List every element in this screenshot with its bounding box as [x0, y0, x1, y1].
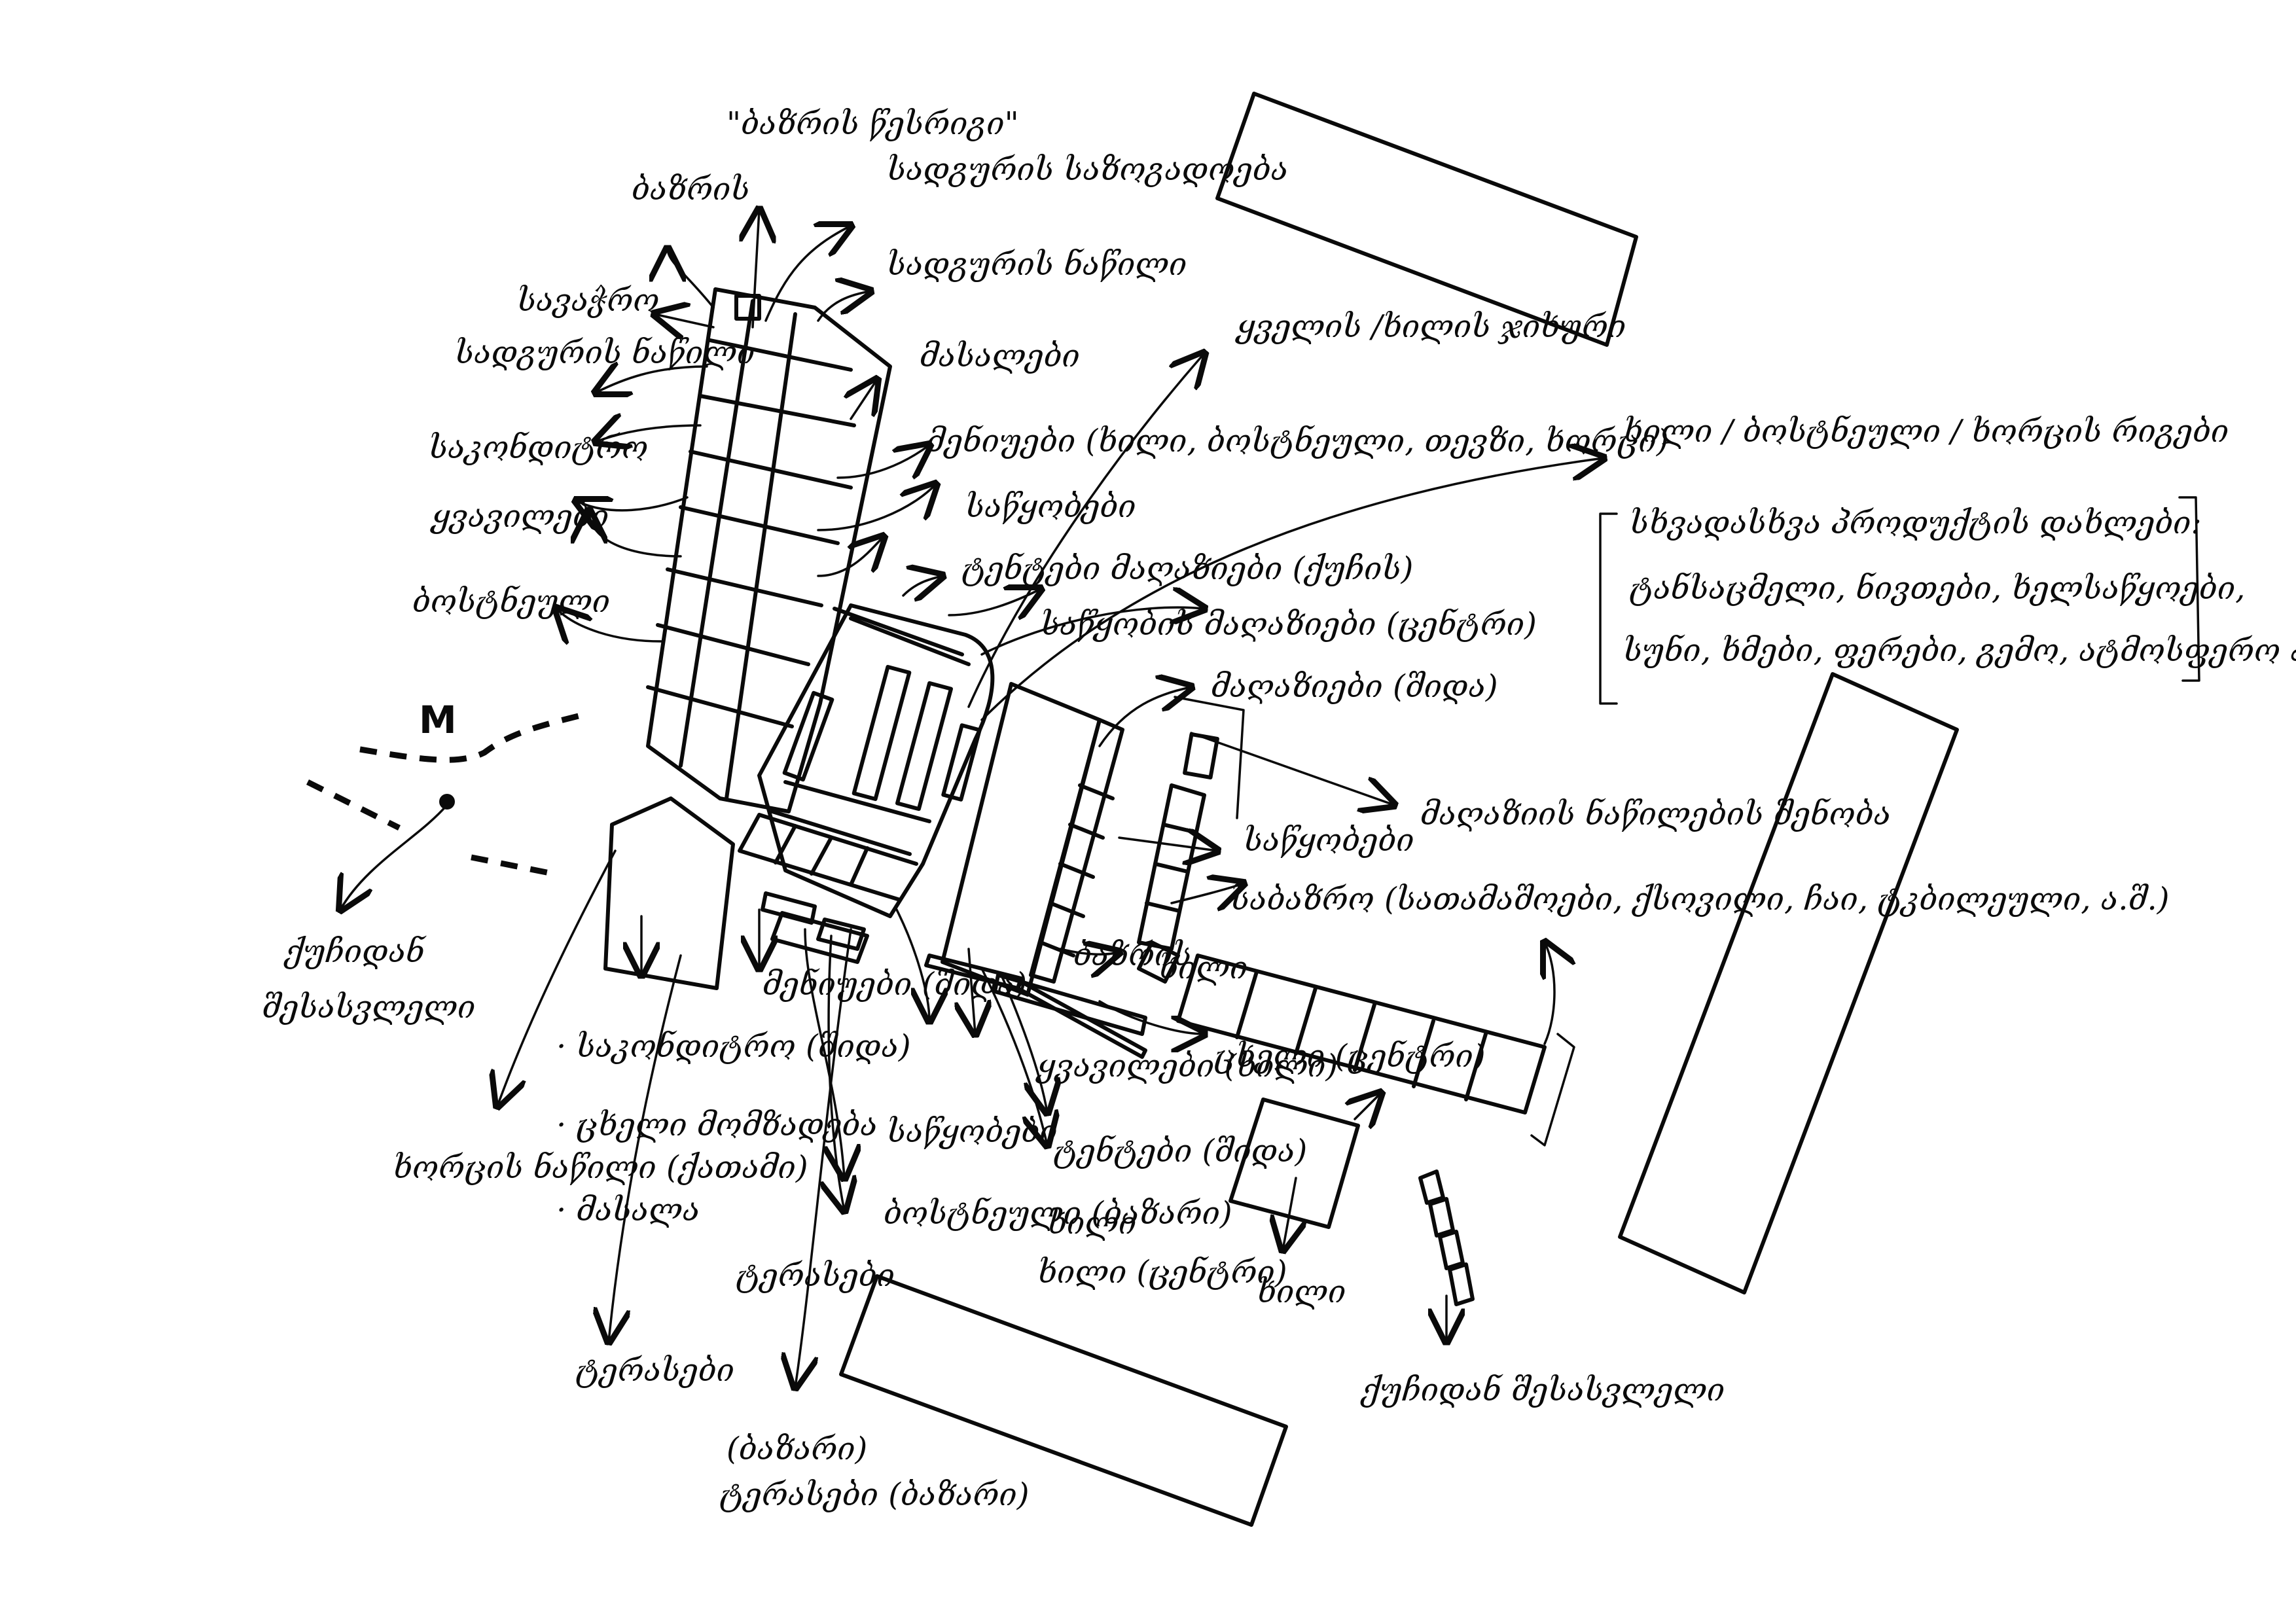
label-right-top: ხილი / ბოსტნეული / ხორცის რიგები	[1623, 413, 2229, 450]
label-mid-4: ტენტები მაღაზიები (ქუჩის)	[962, 550, 1413, 587]
central-market-hall	[738, 603, 995, 918]
flow-arrows	[340, 209, 1604, 1387]
label-bottom-left-1: ქუჩიდან	[283, 933, 427, 970]
label-box-1: სხვადასხვა პროდუქტის დახლები:	[1630, 505, 2202, 541]
pedestrian-path-upper	[359, 710, 590, 763]
label-b-8: ცხელი (ცენტრი)	[1214, 1038, 1486, 1075]
pedestrian-path-lower	[306, 779, 401, 831]
label-b-1: მენიუები (შიდა)	[762, 966, 1027, 1003]
label-right-mid-2: საწყობები	[1244, 822, 1414, 859]
label-left-2: სადგურის ნაწილი	[455, 334, 755, 371]
list-bracket-right	[2178, 496, 2200, 682]
label-left-3: საკონდიტრო	[429, 429, 648, 466]
label-left-1: სავაჭრო	[517, 282, 659, 319]
label-box-3: სუნი, ხმები, ფერები, გემო, ატმოსფერო ა.შ…	[1623, 632, 2296, 669]
small-block	[1229, 1097, 1360, 1229]
label-small-2: ხილი	[1158, 950, 1247, 986]
label-b-5: ყვავილები (ხილი)	[1035, 1048, 1338, 1084]
label-b-3: ტერასები	[736, 1257, 895, 1294]
label-b-9: ხილი (ცენტრი)	[1037, 1254, 1287, 1291]
metro-marker: M	[419, 698, 457, 742]
building-block-bottom	[839, 1274, 1288, 1527]
label-b-4: ბოსტნეული (ბაზარი)	[884, 1195, 1232, 1232]
label-right-mid-3: საბაზრო (სათამაშოები, ქსოვილი, ჩაი, ტკბი…	[1230, 881, 2169, 918]
label-top-right-1: სადგურის საზოგადოება	[887, 151, 1288, 188]
label-bullet-3: · მასალა	[556, 1192, 700, 1228]
label-mid-6: მაღაზიები (შიდა)	[1211, 668, 1498, 705]
label-b-7: ტენტები (შიდა)	[1054, 1133, 1307, 1169]
label-bottom-left-3: ხორცის ნაწილი (ქათამი)	[393, 1149, 808, 1186]
label-right-bottom-1: ხილი	[1257, 1274, 1346, 1310]
label-bottom-center-1: ტერასები	[576, 1352, 734, 1389]
building-block-top	[1215, 92, 1638, 347]
labels: "ბაზრის წესრიგი" ბაზრის სადგურის საზოგად…	[262, 105, 2296, 1513]
zigzag-stalls	[1418, 1169, 1475, 1306]
label-right-mid-1: მაღაზიის ნაწილების შენობა	[1420, 796, 1891, 832]
label-bullet-2: · ცხელი მომზადება	[556, 1107, 878, 1143]
pentagon-building	[603, 796, 735, 990]
label-bottom-left-2: შესასვლელი	[262, 989, 475, 1026]
pedestrian-path-short	[471, 854, 554, 877]
label-mid-5: საწყობის მაღაზიები (ცენტრი)	[1041, 606, 1537, 643]
label-top-right-2: სადგურის ნაწილი	[887, 246, 1187, 283]
label-bullet-1: · საკონდიტრო (შიდა)	[556, 1028, 911, 1065]
label-right-bottom-2: ქუჩიდან შესასვლელი	[1360, 1372, 1725, 1408]
label-mid-3: საწყობები	[965, 488, 1136, 525]
label-box-2: ტანსაცმელი, ნივთები, ხელსაწყოები,	[1630, 570, 2245, 607]
metro-entrance-dot	[439, 794, 455, 810]
label-top-left: ბაზრის	[632, 171, 750, 207]
label-bottom-center-3: ტერასები (ბაზარი)	[720, 1476, 1029, 1513]
label-b-2: საწყობები	[887, 1113, 1058, 1150]
bottom-thin-strips	[761, 891, 1147, 1059]
left-stall-strip	[646, 287, 892, 813]
building-block-right	[1618, 672, 1959, 1294]
label-mid-2: მენიუები (ხილი, ბოსტნეული, თევზი, ხორცი)	[926, 423, 1669, 459]
label-small-1: ბაზრის	[1073, 936, 1192, 973]
label-upper-mid: ყველის /ხილის ჯიხური	[1235, 308, 1626, 345]
list-bracket-left	[1599, 512, 1618, 705]
square-stall-row	[1176, 954, 1575, 1147]
label-left-4: ყვავილები	[430, 498, 609, 535]
label-mid-1: მასალები	[920, 338, 1080, 374]
label-top-quote: "ბაზრის წესრიგი"	[726, 105, 1019, 142]
label-b-6: ხილი	[1047, 1205, 1136, 1241]
label-bottom-center-2: (ბაზარი)	[726, 1431, 867, 1467]
label-left-5: ბოსტნეული	[412, 583, 610, 620]
